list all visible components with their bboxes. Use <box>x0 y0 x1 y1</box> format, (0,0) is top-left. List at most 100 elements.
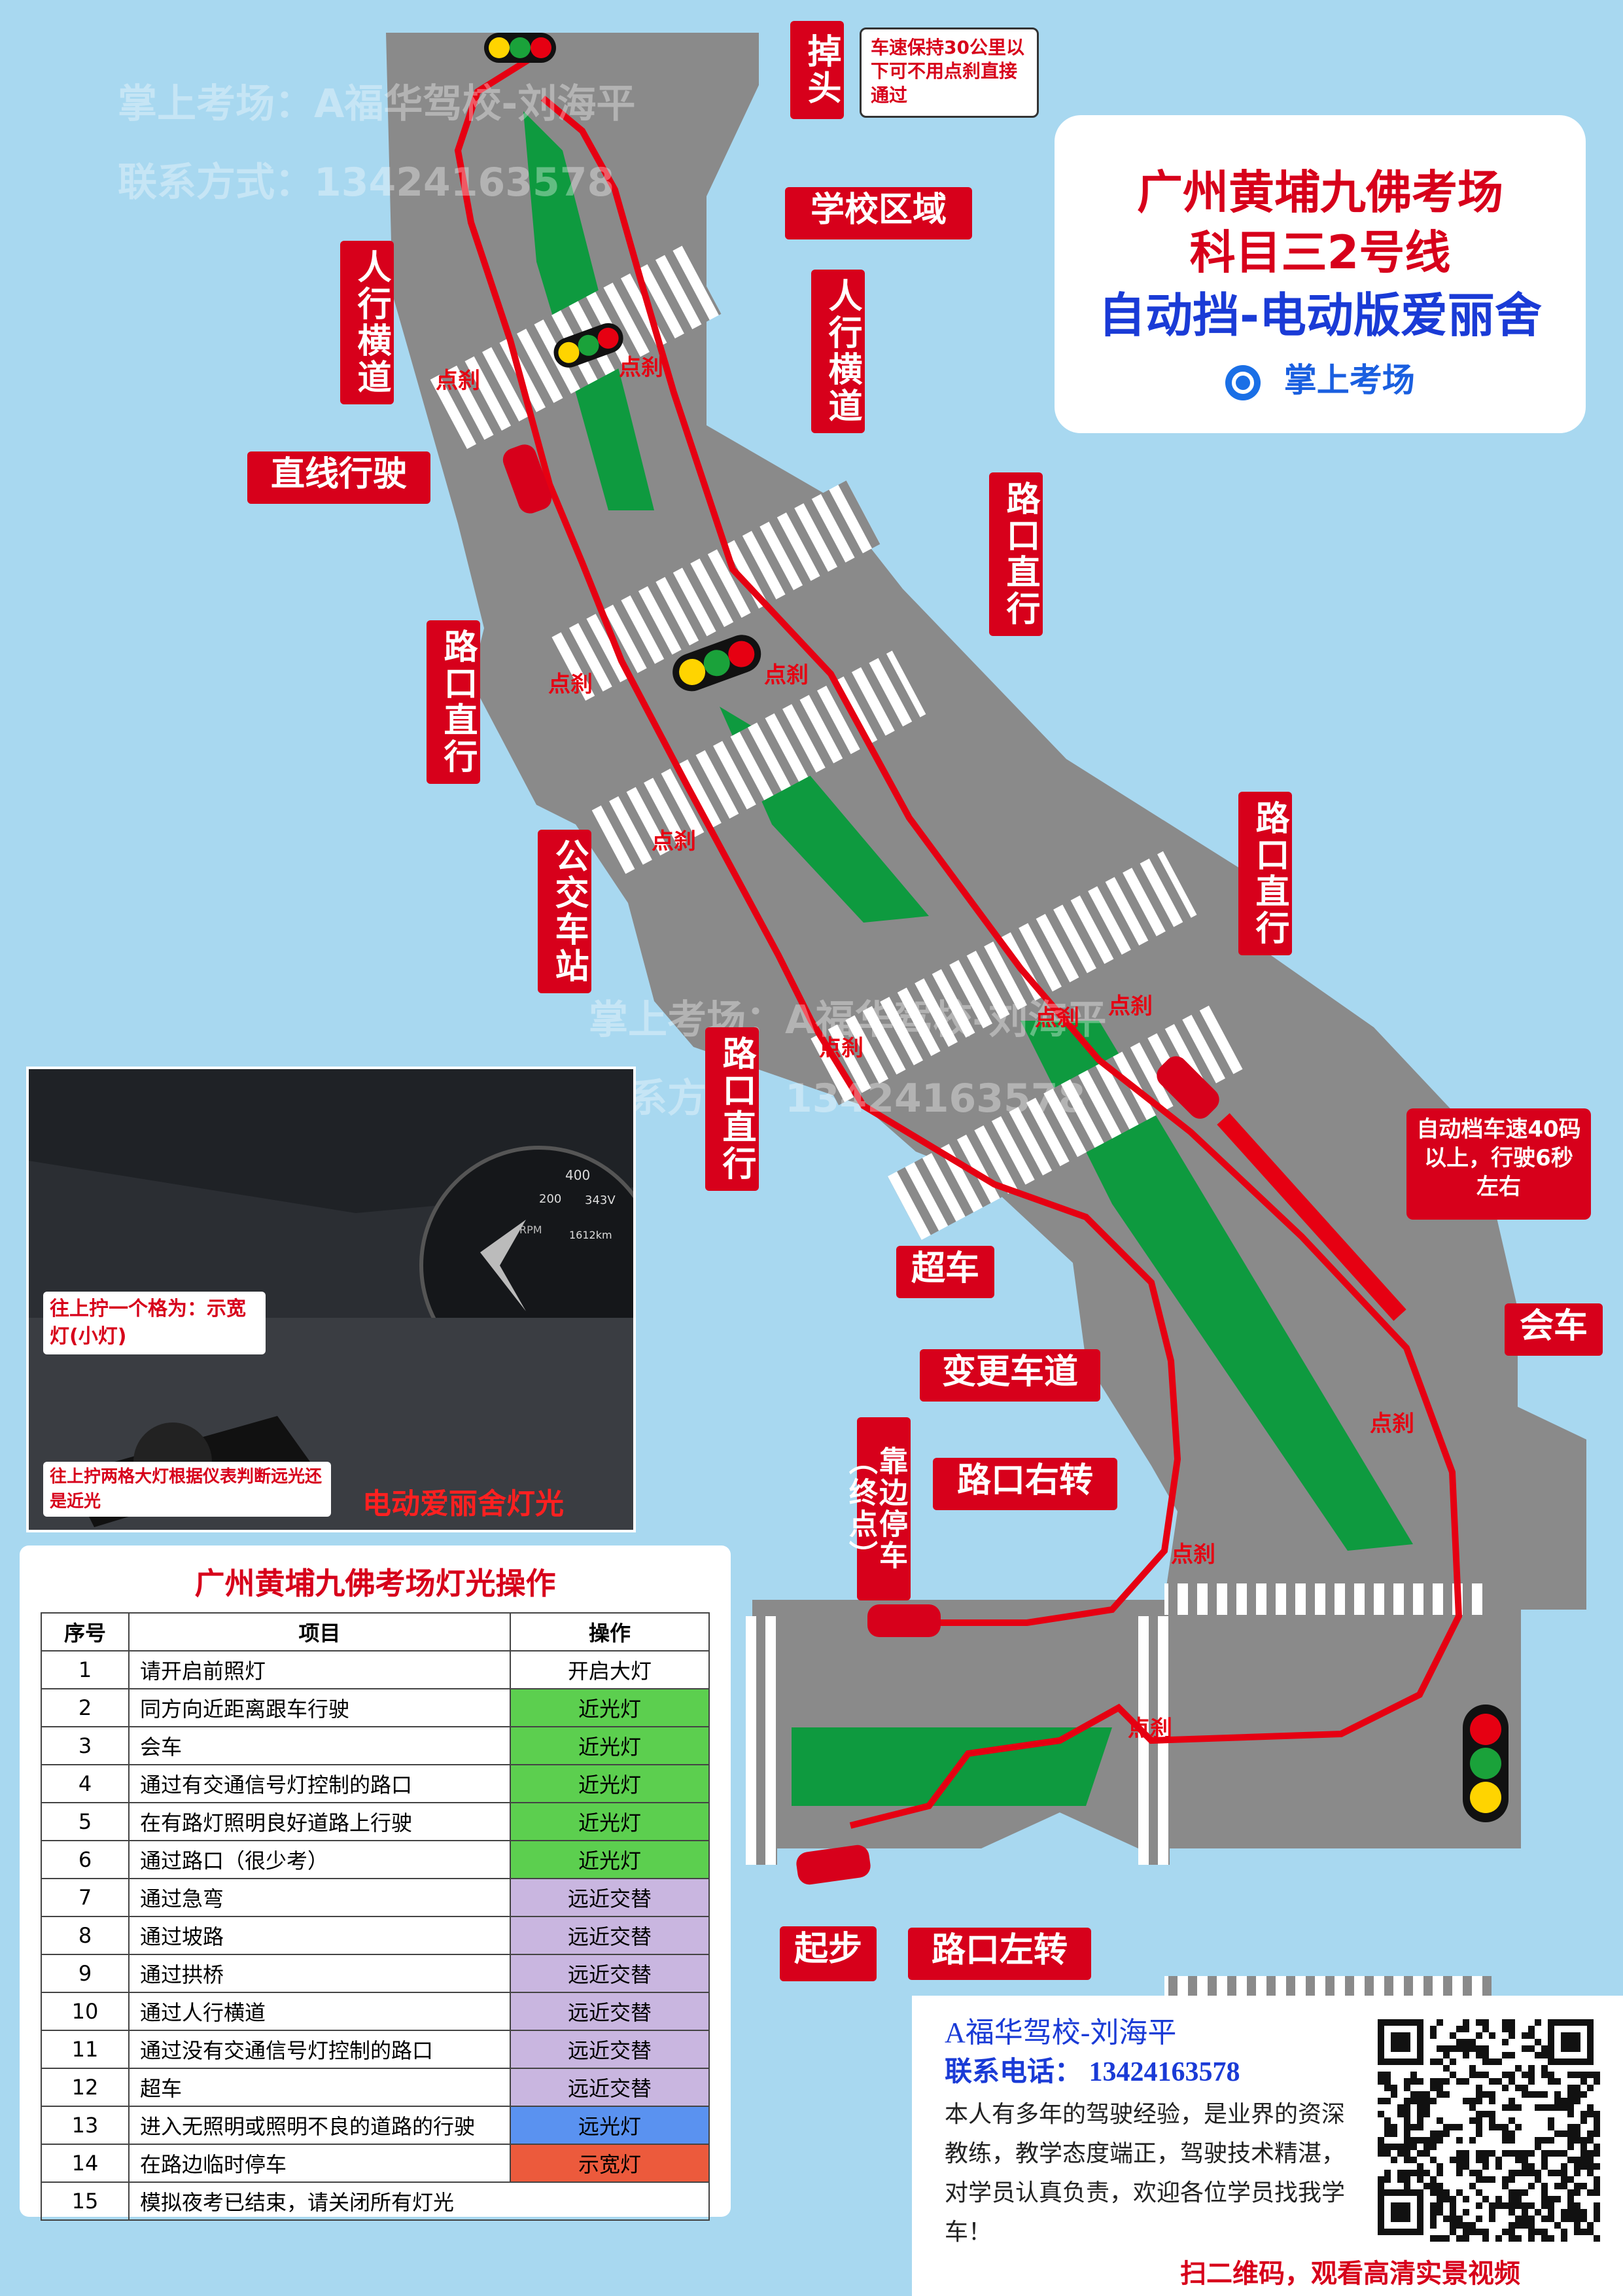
brake-mark: 点刹 <box>764 662 809 688</box>
traffic-light-icon <box>1463 1704 1509 1822</box>
col-no-header: 序号 <box>41 1612 130 1651</box>
gauge-400: 400 <box>565 1167 591 1183</box>
car-icon <box>502 444 552 514</box>
crosswalk <box>746 1616 777 1865</box>
vehicle-subtitle: 自动挡-电动版爱丽舍 <box>1098 288 1542 343</box>
traffic-light-icon <box>484 33 556 63</box>
label-left-turn: 路口左转 <box>908 1928 1091 1980</box>
coach-phone: 联系电话： 13424163578 <box>945 2057 1240 2087</box>
col-item-header: 项目 <box>128 1612 511 1651</box>
row-item: 会车 <box>128 1726 511 1765</box>
row-no: 4 <box>41 1764 130 1803</box>
table-header-row: 序号 项目 操作 <box>41 1612 710 1651</box>
coach-name: A福华驾校-刘海平 <box>945 2017 1177 2049</box>
row-operation: 近光灯 <box>510 1802 710 1841</box>
row-item: 在路边临时停车 <box>128 2144 511 2183</box>
gauge-odometer: 1612km <box>569 1229 612 1241</box>
gauge-200: 200 <box>539 1192 562 1206</box>
gauge-voltage: 343V <box>585 1193 616 1207</box>
row-item: 模拟夜考已结束，请关闭所有灯光 <box>128 2181 710 2221</box>
speed-zone <box>1217 1113 1406 1321</box>
row-item: 通过人行横道 <box>128 1992 511 2031</box>
row-no: 9 <box>41 1954 130 1993</box>
row-item: 通过没有交通信号灯控制的路口 <box>128 2030 511 2069</box>
tip-one-notch: 往上拧一个格为：示宽灯(小灯) <box>43 1292 266 1354</box>
speed-30-note: 车速保持30公里以下可不用点刹直接通过 <box>860 27 1039 118</box>
route-line <box>454 56 1181 1626</box>
label-pull-over-end: 靠边停车（终点） <box>844 1417 911 1600</box>
row-item: 在有路灯照明良好道路上行驶 <box>128 1802 511 1841</box>
brake-mark: 点刹 <box>1108 993 1153 1019</box>
label-start: 起步 <box>780 1926 877 1981</box>
label-school-zone: 学校区域 <box>785 187 972 239</box>
dashboard-photo: 400 200 343V RPM 1612km 往上拧一个格为：示宽灯(小灯) … <box>26 1067 636 1532</box>
watermark: 掌上考场：A福华驾校-刘海平 <box>589 997 1107 1043</box>
label-intersection-straight: 路口直行 <box>989 472 1043 636</box>
brake-mark: 点刹 <box>548 671 593 698</box>
row-operation: 近光灯 <box>510 1726 710 1765</box>
row-operation: 远光灯 <box>510 2106 710 2145</box>
contact-panel: A福华驾校-刘海平 联系电话： 13424163578 本人有多年的驾驶经验，是… <box>912 1996 1623 2296</box>
row-no: 1 <box>41 1650 130 1689</box>
brake-mark: 点刹 <box>652 828 696 855</box>
traffic-light-icon <box>553 323 623 368</box>
traffic-light-icon <box>672 635 761 692</box>
tip-two-notches: 往上拧两格大灯根据仪表判断远光还是近光 <box>43 1462 331 1517</box>
row-item: 通过路口（很少考） <box>128 1840 511 1879</box>
row-item: 通过有交通信号灯控制的路口 <box>128 1764 511 1803</box>
dashboard-caption: 电动爱丽舍灯光 <box>362 1487 564 1521</box>
coach-description: 本人有多年的驾驶经验，是业界的资深教练，教学态度端正，驾驶技术精湛，对学员认真负… <box>945 2101 1346 2246</box>
row-item: 超车 <box>128 2068 511 2107</box>
car-icon <box>867 1604 941 1637</box>
brake-mark: 点刹 <box>1171 1542 1215 1568</box>
title-panel: 广州黄埔九佛考场 科目三2号线 自动挡-电动版爱丽舍 掌上考场 <box>1055 115 1586 433</box>
steering-wheel-icon <box>1225 364 1261 400</box>
label-intersection-straight: 路口直行 <box>1238 792 1292 955</box>
row-operation: 近光灯 <box>510 1764 710 1803</box>
row-operation: 远近交替 <box>510 2030 710 2069</box>
row-no: 8 <box>41 1916 130 1955</box>
brand-row: 掌上考场 <box>1055 357 1586 403</box>
route-line-return <box>540 96 1463 1829</box>
brake-mark: 点刹 <box>819 1035 864 1061</box>
label-meet-vehicle: 会车 <box>1505 1303 1603 1356</box>
row-operation: 远近交替 <box>510 1878 710 1917</box>
speed-40-note: 自动档车速40码以上，行驶6秒左右 <box>1406 1108 1591 1220</box>
car-icon <box>796 1845 871 1885</box>
row-operation: 远近交替 <box>510 2068 710 2107</box>
row-no: 6 <box>41 1840 130 1879</box>
brake-mark: 点刹 <box>1035 1005 1079 1031</box>
label-overtake: 超车 <box>896 1246 994 1298</box>
row-no: 15 <box>41 2181 130 2221</box>
row-no: 13 <box>41 2106 130 2145</box>
label-uturn: 掉头 <box>790 21 844 119</box>
median-south <box>1021 1021 1413 1551</box>
brake-mark: 点刹 <box>1128 1716 1172 1742</box>
label-crosswalk-right: 人行横道 <box>811 270 865 433</box>
label-lane-change: 变更车道 <box>920 1349 1100 1402</box>
row-no: 5 <box>41 1802 130 1841</box>
row-item: 通过急弯 <box>128 1878 511 1917</box>
row-operation: 近光灯 <box>510 1840 710 1879</box>
brand-name: 掌上考场 <box>1283 361 1415 399</box>
row-item: 通过坡路 <box>128 1916 511 1955</box>
qr-code-icon[interactable] <box>1378 2019 1600 2242</box>
route-subtitle: 科目三2号线 <box>1189 226 1451 279</box>
label-right-turn: 路口右转 <box>933 1458 1117 1510</box>
crosswalk <box>887 1004 1246 1241</box>
row-no: 14 <box>41 2144 130 2183</box>
row-operation: 近光灯 <box>510 1688 710 1727</box>
row-operation: 远近交替 <box>510 1992 710 2031</box>
lights-table-title: 广州黄埔九佛考场灯光操作 <box>194 1566 556 1601</box>
row-operation: 示宽灯 <box>510 2144 710 2183</box>
